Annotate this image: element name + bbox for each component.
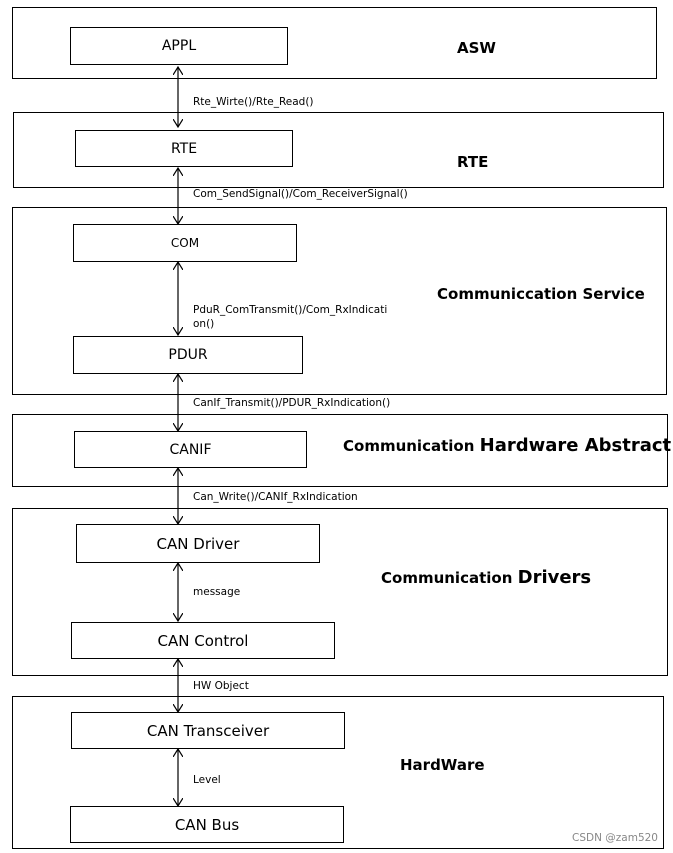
module-rte: RTE [75,130,293,167]
interface-canif-driver: Can_Write()/CANIf_RxIndication [193,491,358,503]
layer-title-hardware-abstract-prefix: Communication [343,437,475,455]
layer-title-drivers-prefix: Communication [381,569,513,587]
interface-com-pdur: PduR_ComTransmit()/Com_RxIndication() [193,304,388,330]
layer-title-asw: ASW [457,39,496,57]
layer-title-hardware-abstract-main: Hardware Abstract [479,435,672,456]
module-can-driver: CAN Driver [76,524,320,563]
module-canif: CANIF [74,431,307,468]
watermark: CSDN @zam520 [572,832,658,844]
layer-title-hardware: HardWare [400,756,485,774]
module-com: COM [73,224,297,262]
interface-pdur-canif: CanIf_Transmit()/PDUR_RxIndication() [193,397,391,409]
interface-driver-control: message [193,586,241,598]
module-appl: APPL [70,27,288,65]
interface-rte-com: Com_SendSignal()/Com_ReceiverSignal() [193,188,408,200]
module-can-transceiver: CAN Transceiver [71,712,345,749]
layer-title-hardware-abstract: Communication Hardware Abstract [343,435,671,456]
layer-title-service: Communiccation Service [437,285,645,303]
module-pdur: PDUR [73,336,303,374]
interface-transceiver-bus: Level [193,774,221,786]
module-can-bus: CAN Bus [70,806,344,843]
layer-title-rte: RTE [457,153,489,171]
interface-control-transceiver: HW Object [193,680,249,692]
layer-title-drivers: Communication Drivers [381,567,591,588]
module-can-control: CAN Control [71,622,335,659]
layer-title-drivers-main: Drivers [517,567,592,588]
interface-appl-rte: Rte_Wirte()/Rte_Read() [193,96,314,108]
